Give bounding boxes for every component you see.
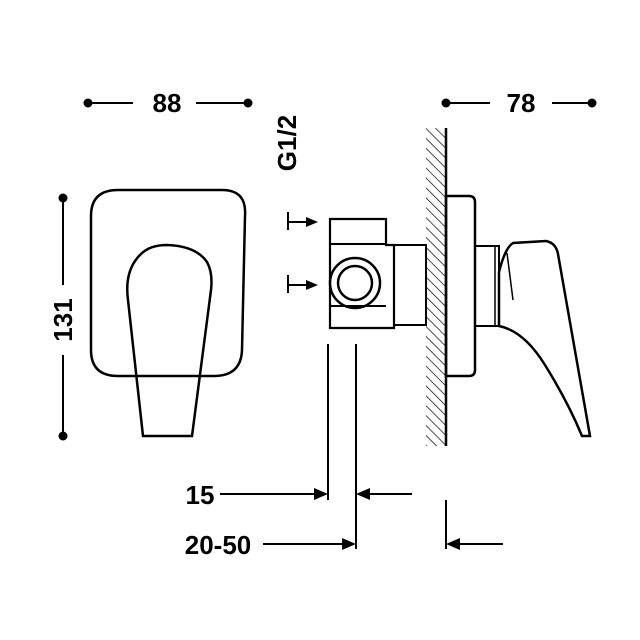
thread-label: G1/2 [272,115,302,171]
flange-plate [444,194,477,378]
dimension-height: 131 [48,193,78,441]
dimension-width: 88 [83,88,253,118]
front-lever-handle [126,243,213,438]
width-label: 88 [153,88,182,118]
wall-section [426,128,448,446]
side-view [328,194,592,438]
dimension-offset: 15 [186,480,412,510]
thread-arrows [287,212,318,293]
depth-label: 78 [507,88,536,118]
escutcheon-plate [89,188,247,378]
dimension-wall-range: 20-50 [185,530,503,560]
front-view [89,188,247,438]
inlet-connection [328,256,382,310]
wall-range-label: 20-50 [185,530,252,560]
height-label: 131 [48,298,78,341]
side-lever-handle [497,239,592,438]
dimension-depth: 78 [441,88,597,118]
offset-label: 15 [186,480,215,510]
